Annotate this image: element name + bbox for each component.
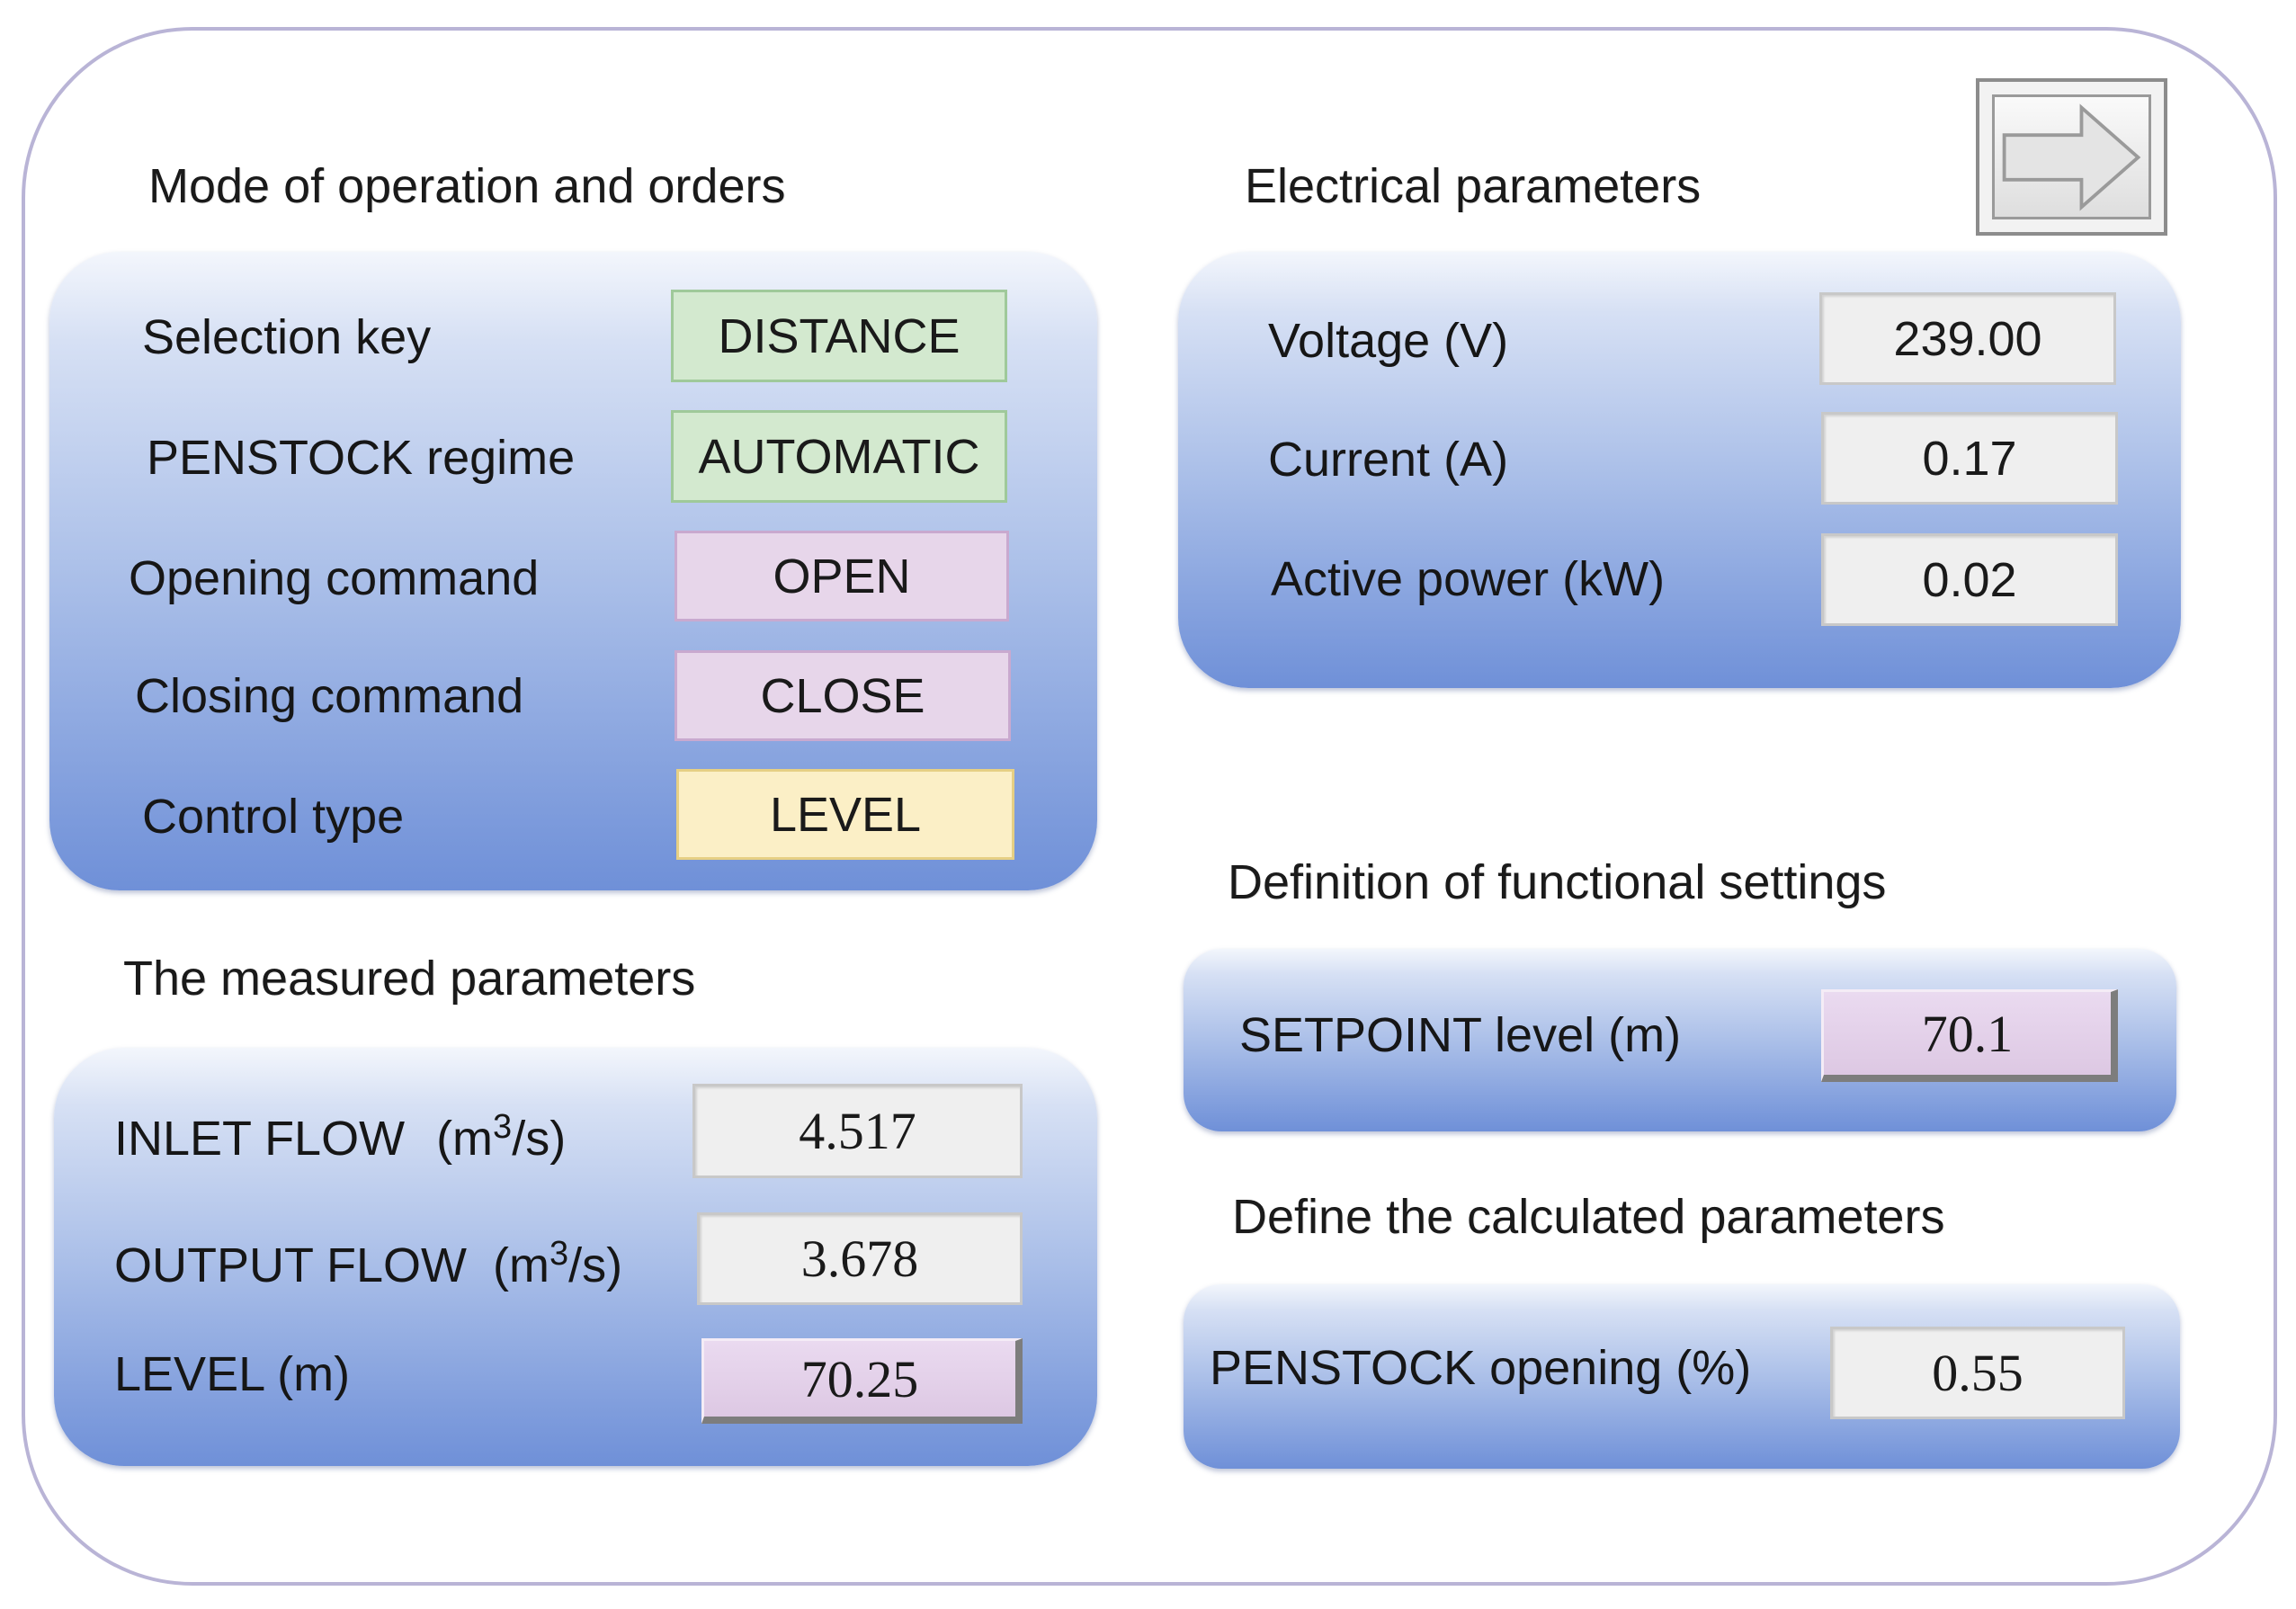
current-label: Current (A) xyxy=(1268,433,1509,487)
control-type-label: Control type xyxy=(142,790,405,844)
output-flow-unit-exponent: 3 xyxy=(549,1235,569,1273)
calculated-section-title: Define the calculated parameters xyxy=(1232,1190,1945,1244)
inlet-flow-value: 4.517 xyxy=(692,1084,1023,1178)
level-label: LEVEL (m) xyxy=(114,1347,351,1401)
voltage-value: 239.00 xyxy=(1819,292,2116,385)
level-value: 70.25 xyxy=(701,1338,1023,1424)
output-flow-unit-open: (m xyxy=(493,1238,549,1292)
inlet-flow-unit-exponent: 3 xyxy=(493,1108,513,1146)
inlet-flow-name: INLET FLOW xyxy=(114,1112,406,1166)
mode-section-title: Mode of operation and orders xyxy=(148,159,786,213)
active-power-label: Active power (kW) xyxy=(1271,552,1666,606)
inlet-flow-label: INLET FLOW (m3/s) xyxy=(114,1108,566,1167)
setpoint-level-label: SETPOINT level (m) xyxy=(1239,1008,1682,1062)
voltage-label: Voltage (V) xyxy=(1268,314,1509,368)
inlet-flow-unit: (m3/s) xyxy=(436,1108,567,1166)
control-type-value[interactable]: LEVEL xyxy=(676,769,1014,860)
inlet-flow-unit-open: (m xyxy=(436,1112,494,1166)
penstock-regime-value[interactable]: AUTOMATIC xyxy=(671,410,1007,503)
open-command-button[interactable]: OPEN xyxy=(675,531,1009,621)
output-flow-unit-close: /s) xyxy=(568,1238,623,1292)
output-flow-name: OUTPUT FLOW xyxy=(114,1238,468,1292)
penstock-opening-label: PENSTOCK opening (%) xyxy=(1210,1341,1752,1395)
next-page-button[interactable] xyxy=(1976,78,2167,236)
selection-key-value[interactable]: DISTANCE xyxy=(671,290,1007,382)
opening-command-label: Opening command xyxy=(129,551,540,605)
penstock-regime-label: PENSTOCK regime xyxy=(147,431,576,485)
close-command-button[interactable]: CLOSE xyxy=(675,650,1011,741)
measured-section-title: The measured parameters xyxy=(123,952,696,1006)
output-flow-value: 3.678 xyxy=(697,1212,1023,1305)
current-value: 0.17 xyxy=(1821,412,2118,505)
output-flow-unit: (m3/s) xyxy=(493,1235,623,1292)
functional-section-title: Definition of functional settings xyxy=(1228,855,1887,909)
setpoint-level-input[interactable]: 70.1 xyxy=(1821,989,2118,1082)
active-power-value: 0.02 xyxy=(1821,533,2118,626)
output-flow-label: OUTPUT FLOW (m3/s) xyxy=(114,1235,622,1293)
electrical-section-title: Electrical parameters xyxy=(1245,159,1702,213)
inlet-flow-unit-close: /s) xyxy=(512,1112,567,1166)
arrow-right-icon xyxy=(2002,103,2141,211)
closing-command-label: Closing command xyxy=(135,669,524,723)
penstock-opening-value: 0.55 xyxy=(1830,1327,2125,1419)
selection-key-label: Selection key xyxy=(142,310,432,364)
